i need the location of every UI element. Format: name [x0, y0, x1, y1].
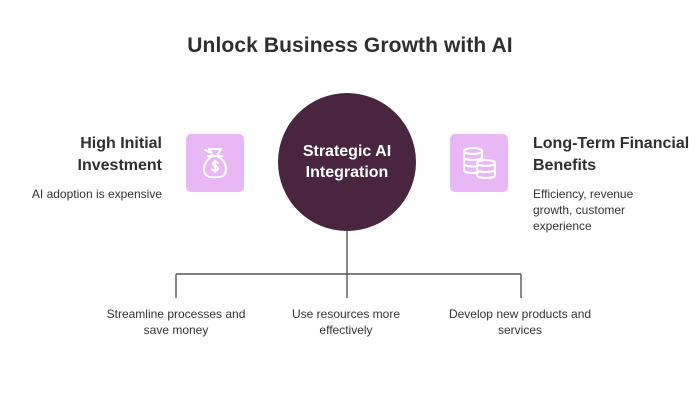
money-bag-icon	[203, 148, 227, 179]
right-heading: Long-Term Financial Benefits	[533, 135, 690, 174]
center-label: Strategic AI Integration	[302, 143, 392, 181]
diagram-title: Unlock Business Growth with AI	[187, 34, 513, 57]
left-heading: High Initial Investment	[77, 135, 162, 174]
right-description: Efficiency, revenue growth, customer exp…	[533, 187, 634, 233]
money-bag-icon-box	[186, 134, 244, 192]
outcome-streamline: Streamline processes and save money	[106, 307, 246, 337]
coin-stack-icon	[463, 147, 496, 179]
coin-stack-icon-box	[450, 134, 508, 192]
outcome-resources: Use resources more effectively	[291, 307, 401, 337]
left-description: AI adoption is expensive	[31, 187, 162, 201]
outcome-new-products: Develop new products and services	[448, 307, 592, 337]
center-circle: Strategic AI Integration	[278, 93, 416, 231]
